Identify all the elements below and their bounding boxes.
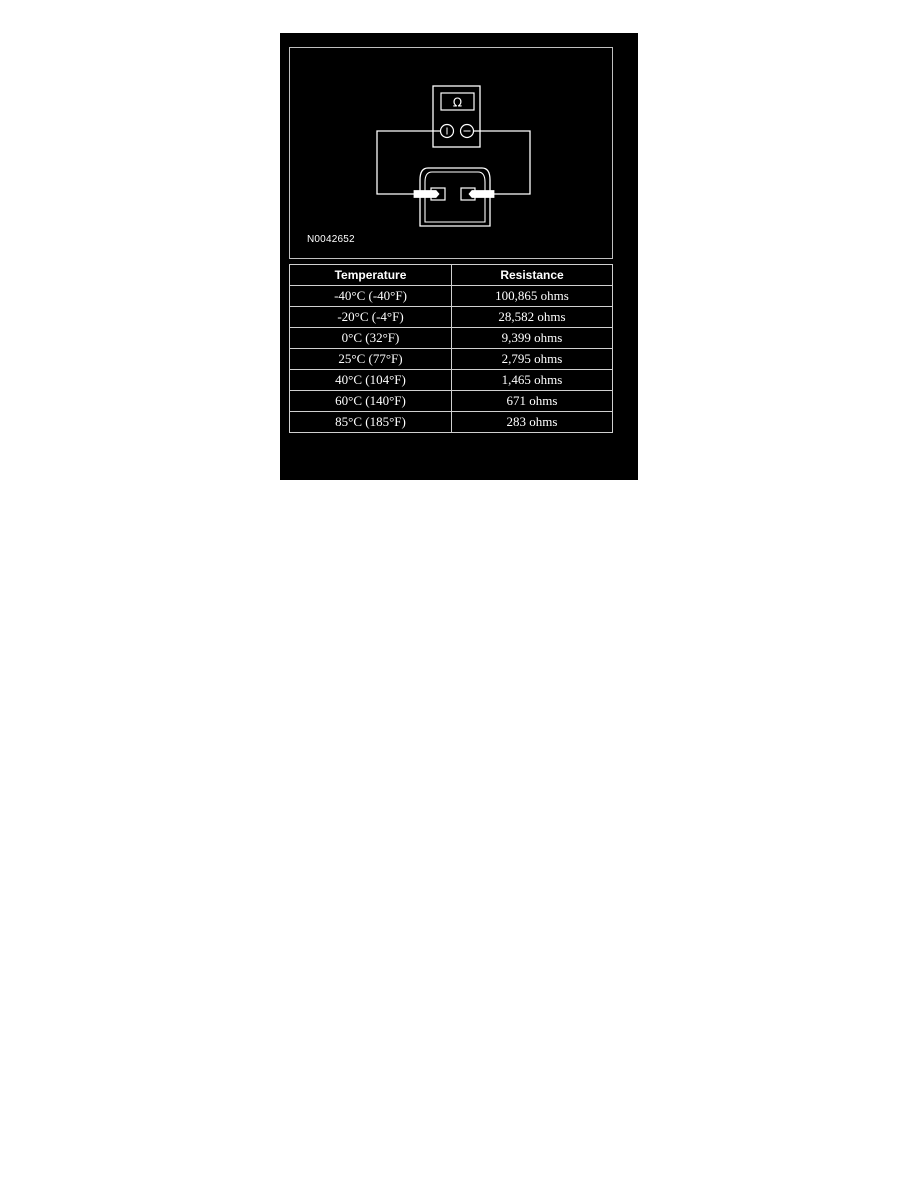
- table-row: -40°C (-40°F) 100,865 ohms: [289, 285, 613, 307]
- ohmmeter-display: [440, 92, 475, 111]
- diagram-frame: Ω N0042652: [289, 47, 613, 259]
- probe-tip-right: [468, 190, 495, 198]
- temperature-cell: 0°C (32°F): [289, 327, 452, 349]
- table-row: 0°C (32°F) 9,399 ohms: [289, 327, 613, 349]
- ohm-symbol: Ω: [453, 96, 462, 110]
- temperature-cell: 60°C (140°F): [289, 390, 452, 412]
- resistance-cell: 9,399 ohms: [451, 327, 613, 349]
- temperature-cell: 40°C (104°F): [289, 369, 452, 391]
- table-header-row: Temperature Resistance: [289, 264, 613, 286]
- ohmmeter-diagram: Ω: [376, 85, 531, 227]
- temperature-cell: 85°C (185°F): [289, 411, 452, 433]
- resistance-cell: 2,795 ohms: [451, 348, 613, 370]
- table-row: -20°C (-4°F) 28,582 ohms: [289, 306, 613, 328]
- temperature-cell: -20°C (-4°F): [289, 306, 452, 328]
- temperature-cell: -40°C (-40°F): [289, 285, 452, 307]
- figure-panel: Ω N0042652: [280, 33, 638, 480]
- table-row: 60°C (140°F) 671 ohms: [289, 390, 613, 412]
- resistance-cell: 28,582 ohms: [451, 306, 613, 328]
- probe-tip-left: [413, 190, 440, 198]
- table-row: 85°C (185°F) 283 ohms: [289, 411, 613, 433]
- resistance-cell: 1,465 ohms: [451, 369, 613, 391]
- header-temperature: Temperature: [289, 264, 452, 286]
- temperature-cell: 25°C (77°F): [289, 348, 452, 370]
- connector-body-inner: [424, 171, 486, 223]
- temperature-resistance-table: Temperature Resistance -40°C (-40°F) 100…: [289, 264, 613, 433]
- header-resistance: Resistance: [451, 264, 613, 286]
- positive-test-lead: [376, 130, 441, 195]
- negative-test-lead: [473, 130, 531, 195]
- resistance-cell: 671 ohms: [451, 390, 613, 412]
- resistance-cell: 283 ohms: [451, 411, 613, 433]
- figure-id-label: N0042652: [307, 234, 355, 245]
- table-row: 25°C (77°F) 2,795 ohms: [289, 348, 613, 370]
- table-row: 40°C (104°F) 1,465 ohms: [289, 369, 613, 391]
- ohmmeter-body: [432, 85, 481, 148]
- resistance-cell: 100,865 ohms: [451, 285, 613, 307]
- connector-body-outer: [419, 167, 491, 227]
